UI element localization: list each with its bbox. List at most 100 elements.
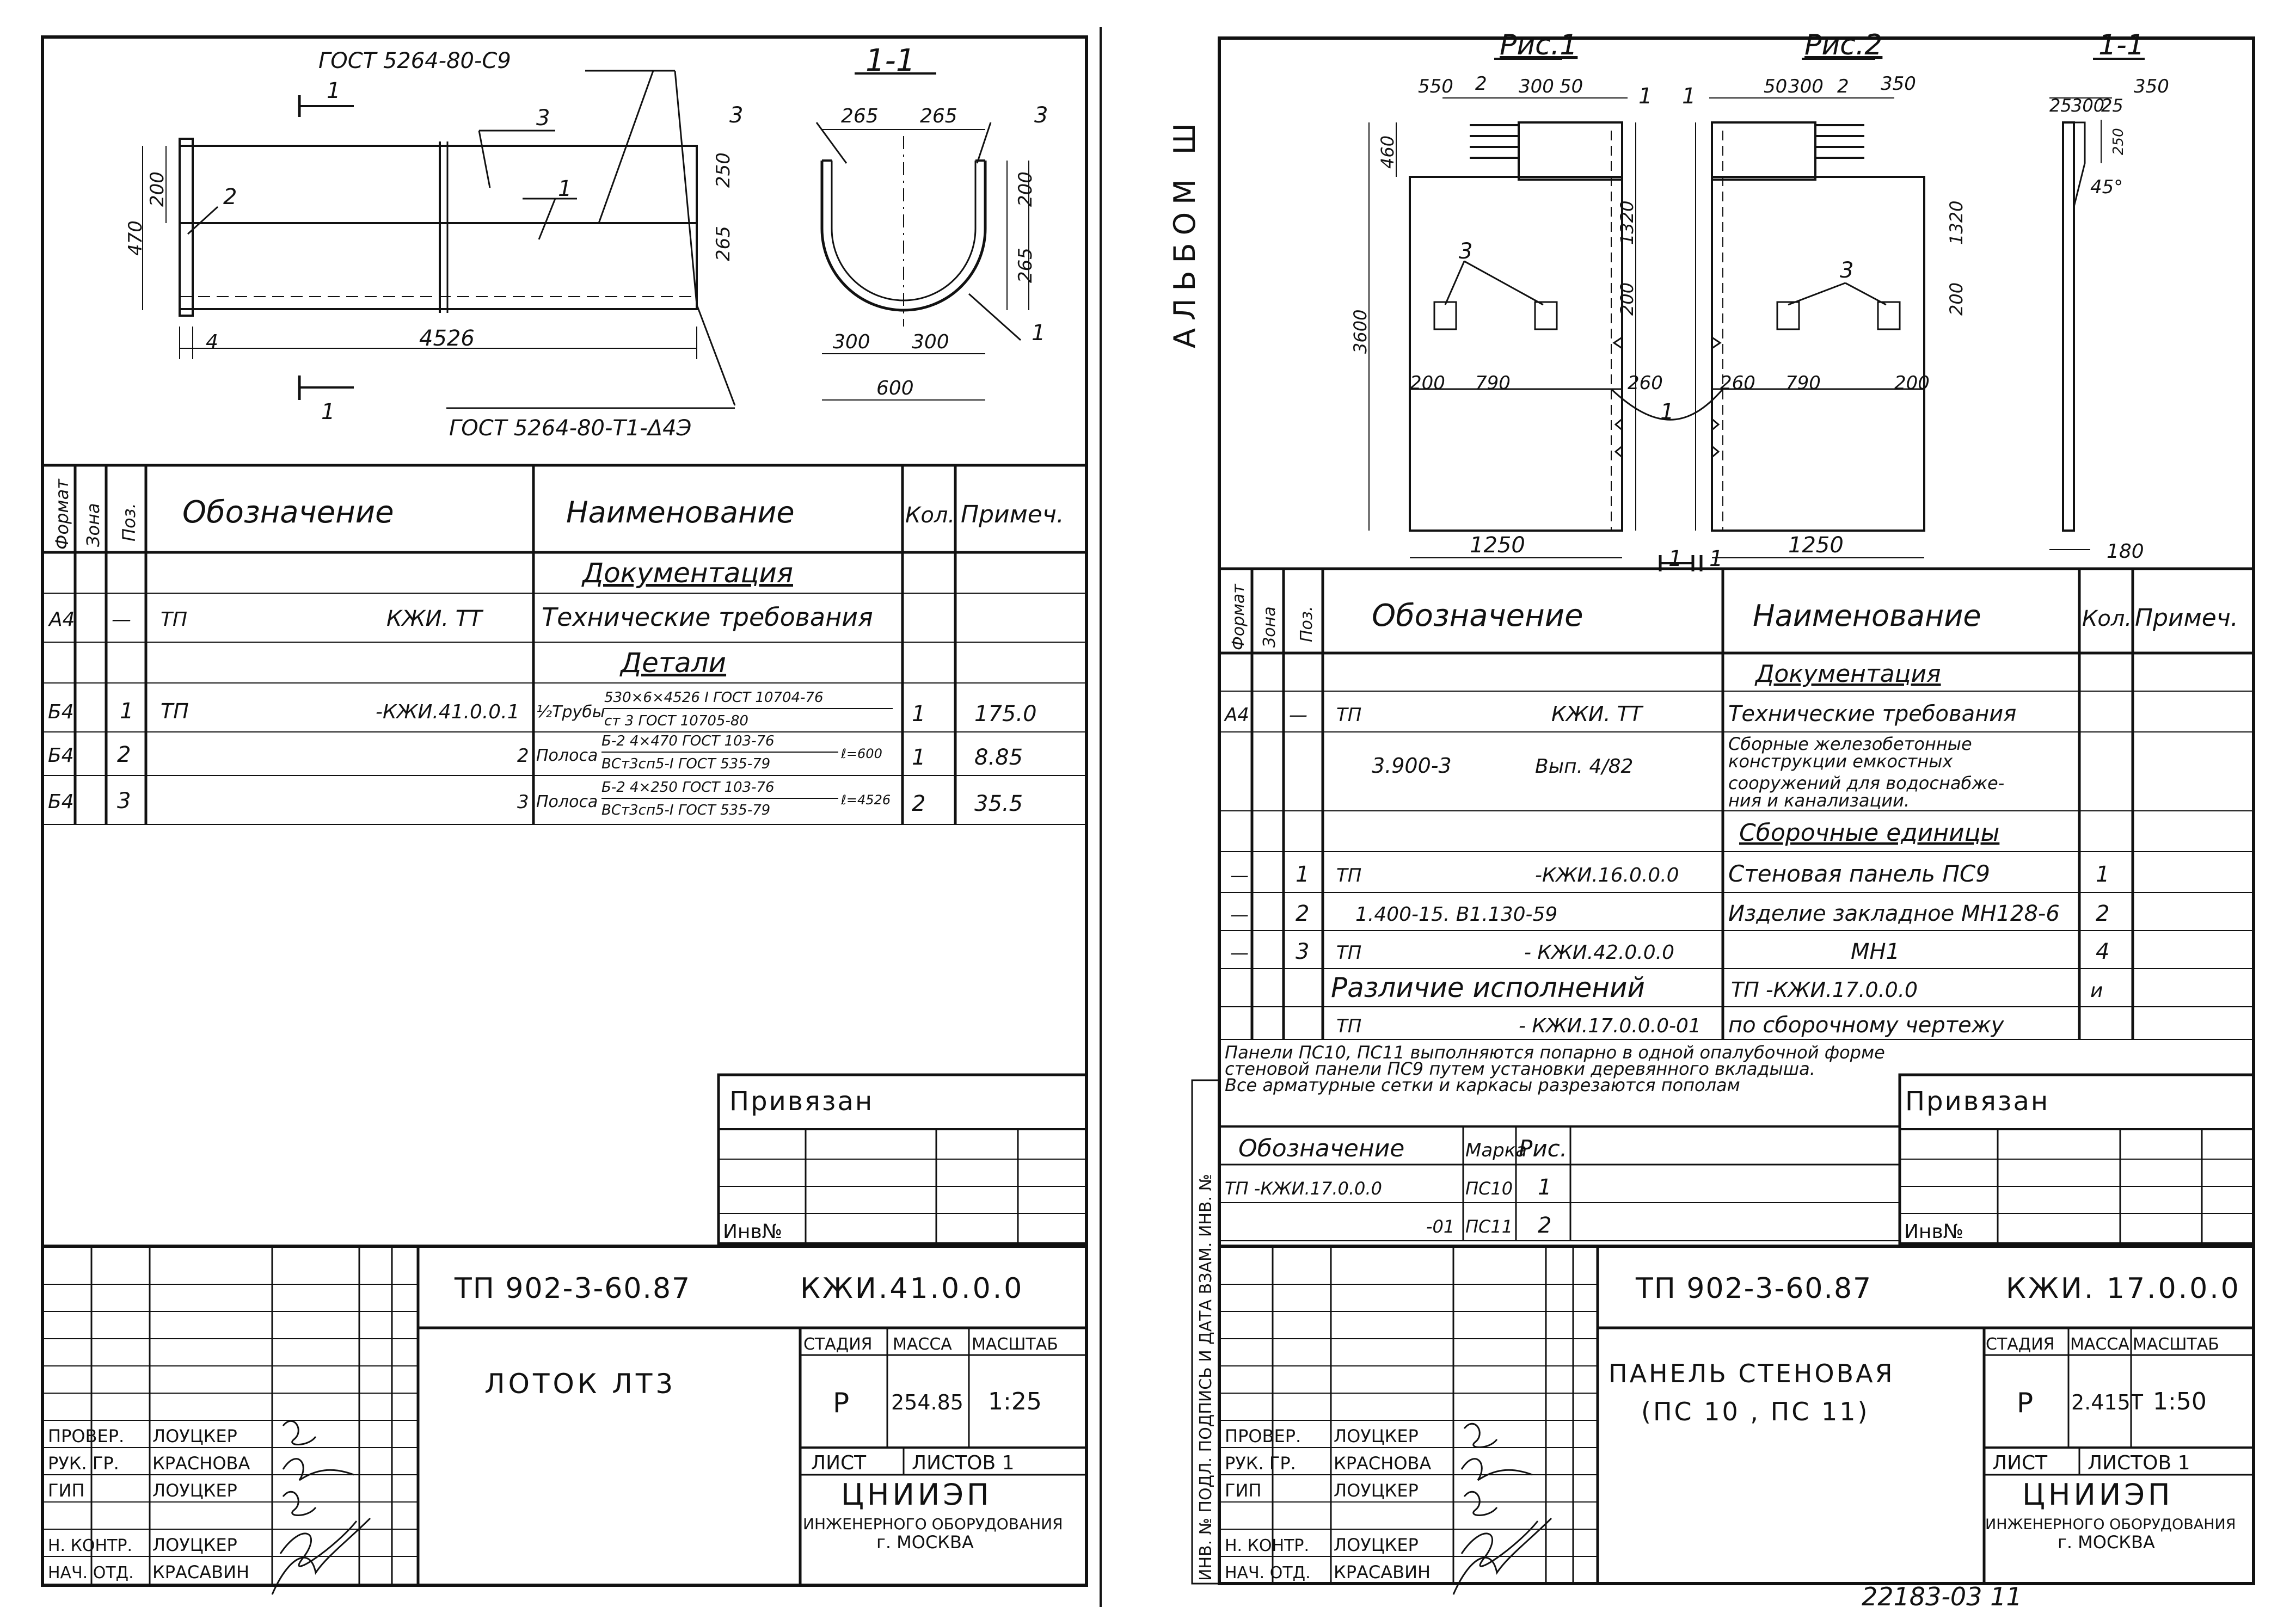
cut-mark-c: 1	[1668, 546, 1682, 571]
r-col-name-header: Наименование	[1753, 599, 1981, 633]
name-group-lead: КРАСНОВА	[152, 1453, 250, 1474]
r-role-checked: ПРОВЕР.	[1225, 1426, 1301, 1446]
sheet-number: 22183-03 11	[1862, 1582, 2022, 1607]
org-city-right: г. МОСКВА	[2058, 1532, 2155, 1553]
row2-des-b: 2	[517, 745, 529, 767]
r-col-format-header: Формат	[1229, 583, 1248, 650]
row2-length: ℓ=600	[840, 746, 882, 761]
r-row2-des-b: 1.400-15. В1.130-59	[1355, 903, 1557, 926]
variants-label: Различие исполнений	[1331, 972, 1645, 1003]
dim-300-left: 300	[833, 331, 870, 353]
r-section-documentation: Документация	[1754, 660, 1941, 688]
title-block	[42, 1245, 1086, 1585]
note-line-3: Все арматурные сетки и каркасы разрезают…	[1225, 1075, 1740, 1095]
name-norm-control: ЛОУЦКЕР	[152, 1535, 237, 1555]
variants-ref: ТП -КЖИ.17.0.0.0	[1731, 978, 1918, 1002]
r-row-doc2-name1: Сборные железобетонные	[1728, 734, 1972, 754]
org-city: г. МОСКВА	[876, 1532, 974, 1553]
dim-265-left: 265	[841, 105, 879, 127]
row3-name-top: Б-2 4×250 ГОСТ 103-76	[601, 779, 775, 796]
row1-format: Б4	[48, 701, 74, 723]
sec-dim-25-left: 25	[2049, 95, 2072, 116]
r-row1-name: Стеновая панель ПС9	[1728, 860, 1990, 887]
side-strip: ИНВ. № ПОДЛ. ПОДПИСЬ И ДАТА ВЗАМ. ИНВ. №	[1191, 1079, 1220, 1585]
row3-name-prefix: Полоса	[536, 792, 598, 811]
name-checked: ЛОУЦКЕР	[152, 1426, 237, 1446]
doc-code: ТП 902-3-60.87	[454, 1272, 691, 1305]
var-row1-des: ТП -КЖИ.17.0.0.0	[1225, 1178, 1382, 1199]
dim-4526: 4526	[419, 326, 475, 351]
scale-header: МАСШТАБ	[972, 1335, 1058, 1354]
scale-value: 1:25	[988, 1388, 1042, 1415]
row3-des-b: 3	[517, 791, 529, 813]
r-name-norm-control: ЛОУЦКЕР	[1334, 1535, 1419, 1555]
right-sheet: АЛЬБОМ Ш ИНВ. № ПОДЛ. ПОДПИСЬ И ДАТА ВЗА…	[1143, 0, 2286, 1607]
row2-pos: 2	[117, 742, 131, 767]
col-pos-header: Поз.	[119, 503, 139, 541]
org-division: ИНЖЕНЕРНОГО ОБОРУДОВАНИЯ	[803, 1515, 1063, 1533]
r-row2-format: —	[1230, 904, 1249, 926]
dim2-790: 790	[1785, 372, 1821, 394]
drawing-title: ЛОТОК ЛТ3	[484, 1368, 676, 1400]
weld-note-bottom: ГОСТ 5264-80-Т1-Δ4Э	[449, 416, 692, 441]
album-label: АЛЬБОМ Ш	[1168, 115, 1202, 348]
r-row1-qty: 1	[2096, 862, 2109, 887]
col-name-header: Наименование	[566, 495, 795, 529]
dim-300-right: 300	[912, 331, 949, 353]
r-name-checked: ЛОУЦКЕР	[1334, 1426, 1419, 1446]
mass-value: 254.85	[891, 1390, 963, 1414]
role-norm-control: Н. КОНТР.	[48, 1536, 132, 1555]
tray-section-labels: 1-1 265 265 3 3 250 265 200 265 300 300 …	[713, 43, 1048, 399]
r-name-group-lead: КРАСНОВА	[1334, 1453, 1431, 1474]
row-doc-name: Технические требования	[542, 602, 873, 632]
col-designation-header: Обозначение	[182, 495, 394, 530]
section-label: 1-1	[865, 43, 915, 78]
binding-title-right: Привязан	[1905, 1086, 2049, 1117]
r-row3-format: —	[1230, 942, 1249, 964]
cut-mark-d: 1	[1709, 546, 1723, 571]
col-zone-header: Зона	[83, 503, 103, 547]
callout-2: 2	[223, 184, 237, 210]
r-col-designation-header: Обозначение	[1372, 598, 1583, 633]
sheet-frame	[41, 35, 1088, 1587]
var-row1-mark: ПС10	[1465, 1178, 1513, 1199]
signatures-right	[1452, 1423, 1552, 1595]
r-row1-des-b: -КЖИ.16.0.0.0	[1535, 864, 1679, 886]
scale-value-right: 1:50	[2153, 1388, 2207, 1415]
mass-header: МАССА	[893, 1335, 952, 1354]
cut-mark-b: 1	[1682, 84, 1696, 109]
variants-table: Обозначение Марка Рис. ТП -КЖИ.17.0.0.0 …	[1219, 1125, 1900, 1241]
var-row2-des: -01	[1426, 1216, 1454, 1237]
r-row-doc-pos: —	[1289, 704, 1307, 726]
note-line-2: стеновой панели ПС9 путем установки дере…	[1225, 1058, 1815, 1079]
dim-200-vert: 200	[1015, 171, 1036, 207]
r-row2-pos: 2	[1296, 901, 1309, 926]
sec-dim-250: 250	[2110, 128, 2127, 155]
dim-265-vert: 265	[713, 226, 734, 261]
title-block-right-text: ТП 902-3-60.87 КЖИ. 17.0.0.0 ПАНЕЛЬ СТЕН…	[1225, 1272, 2241, 1583]
sec-dim-350: 350	[2134, 76, 2169, 97]
row3-format: Б4	[48, 791, 74, 813]
var-row1-fig: 1	[1538, 1175, 1551, 1200]
stage-header: СТАДИЯ	[803, 1335, 873, 1354]
cut-mark-bottom: 1	[321, 399, 335, 424]
callout-3-section-right: 3	[1034, 103, 1048, 128]
drawing-title-right-2: (ПС 10 , ПС 11)	[1641, 1397, 1870, 1426]
spec-table-right	[1219, 567, 2254, 1040]
callout-1-section: 1	[1032, 321, 1045, 346]
r-role-dept-head: НАЧ. ОТД.	[1225, 1563, 1311, 1583]
doc-number-right: КЖИ. 17.0.0.0	[2006, 1272, 2241, 1305]
scale-header-right: МАСШТАБ	[2133, 1335, 2219, 1354]
var-col-mark: Марка	[1465, 1140, 1527, 1161]
r-name-dept-head: КРАСАВИН	[1334, 1562, 1431, 1583]
sheet-label: ЛИСТ	[811, 1452, 867, 1474]
signatures	[271, 1420, 371, 1595]
row1-name-top: 530×6×4526 I ГОСТ 10704-76	[604, 689, 824, 706]
col-note-header: Примеч.	[961, 501, 1064, 528]
r-col-qty-header: Кол.	[2082, 606, 2132, 631]
var-col-figure: Рис.	[1519, 1135, 1567, 1162]
row-doc-pos: —	[112, 608, 131, 631]
r-row-doc-name: Технические требования	[1728, 701, 2016, 726]
r-row3-pos: 3	[1296, 939, 1309, 964]
r-row-last-des-b: - КЖИ.17.0.0.0-01	[1519, 1015, 1701, 1037]
